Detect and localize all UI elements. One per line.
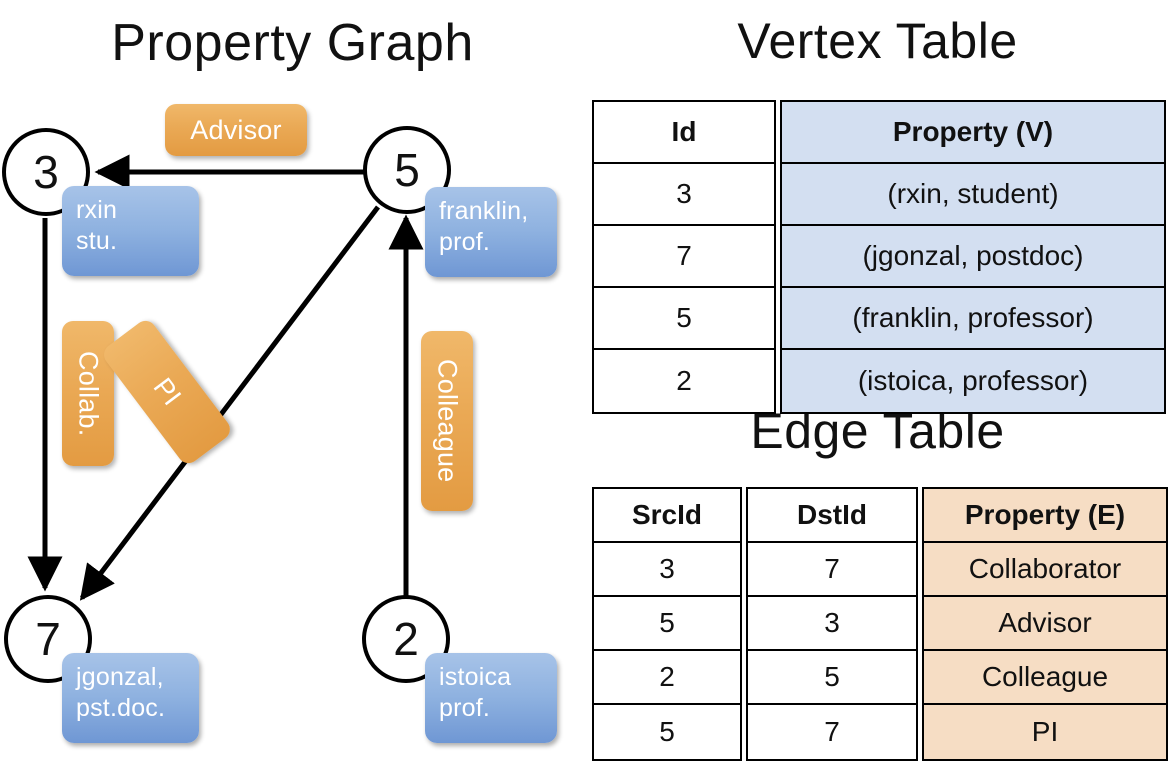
edge-label-collaborator[interactable]: Collab.: [62, 321, 114, 466]
edge-label-colleague[interactable]: Colleague: [421, 331, 473, 511]
table-cell: Advisor: [924, 597, 1166, 651]
edge-label-pi[interactable]: PI: [99, 316, 235, 468]
table-cell: 5: [594, 705, 740, 759]
edge-label-colleague-text: Colleague: [432, 359, 463, 483]
graph-node-2-label: 2: [393, 613, 419, 665]
vertex-property-box-5[interactable]: franklin, prof.: [425, 187, 557, 277]
vertex-property-box-3-line1: rxin: [76, 196, 118, 224]
vertex-table-column-id: Id 3 7 5 2: [592, 100, 776, 414]
vertex-property-box-5-line2: prof.: [439, 228, 491, 256]
vertex-property-box-7-line2: pst.doc.: [76, 694, 166, 722]
table-cell: 5: [748, 651, 916, 705]
table-cell: 3: [594, 543, 740, 597]
edge-table-header-srcid: SrcId: [594, 489, 740, 543]
table-cell: 3: [748, 597, 916, 651]
edge-table-column-property: Property (E) Collaborator Advisor Collea…: [922, 487, 1168, 761]
vertex-property-box-5-line1: franklin,: [439, 197, 529, 225]
table-cell: PI: [924, 705, 1166, 759]
table-cell: 2: [594, 350, 774, 412]
edge-label-advisor-text: Advisor: [190, 114, 282, 145]
table-cell: Colleague: [924, 651, 1166, 705]
vertex-property-box-7-line1: jgonzal,: [76, 663, 164, 691]
vertex-property-box-2-line1: istoica: [439, 663, 512, 691]
table-cell: 7: [594, 226, 774, 288]
edge-label-pi-text: PI: [147, 372, 188, 412]
edge-label-collaborator-text: Collab.: [73, 350, 104, 437]
edge-table-column-dstid: DstId 7 3 5 7: [746, 487, 918, 761]
table-cell: (jgonzal, postdoc): [782, 226, 1164, 288]
edge-table-header-dstid: DstId: [748, 489, 916, 543]
table-cell: 7: [748, 705, 916, 759]
graph-node-3-label: 3: [33, 146, 59, 198]
vertex-property-box-7[interactable]: jgonzal, pst.doc.: [62, 653, 199, 743]
table-cell: 5: [594, 597, 740, 651]
vertex-table: Id 3 7 5 2 Property (V) (rxin, student) …: [592, 100, 1166, 414]
page-title-property-graph: Property Graph: [111, 14, 474, 72]
table-cell: 3: [594, 164, 774, 226]
table-cell: 7: [748, 543, 916, 597]
edge-table-header-property: Property (E): [924, 489, 1166, 543]
edge-label-advisor[interactable]: Advisor: [165, 104, 307, 156]
table-cell: 2: [594, 651, 740, 705]
vertex-property-box-3[interactable]: rxin stu.: [62, 186, 199, 276]
page-title-vertex-table: Vertex Table: [737, 13, 1018, 69]
vertex-table-header-property: Property (V): [782, 102, 1164, 164]
table-cell: (franklin, professor): [782, 288, 1164, 350]
table-cell: (rxin, student): [782, 164, 1164, 226]
vertex-property-box-2[interactable]: istoica prof.: [425, 653, 557, 743]
graph-node-7-label: 7: [35, 613, 61, 665]
table-cell: 5: [594, 288, 774, 350]
edge-table-column-srcid: SrcId 3 5 2 5: [592, 487, 742, 761]
vertex-table-header-id: Id: [594, 102, 774, 164]
graph-node-5-label: 5: [394, 144, 420, 196]
table-cell: (istoica, professor): [782, 350, 1164, 412]
edge-table: SrcId 3 5 2 5 DstId 7 3 5 7 Property (E)…: [592, 487, 1168, 761]
table-cell: Collaborator: [924, 543, 1166, 597]
vertex-property-box-2-line2: prof.: [439, 694, 491, 722]
vertex-property-box-3-line2: stu.: [76, 227, 118, 255]
property-graph-diagram: Advisor Collab. PI Colleague 3 5 7 2 rxi…: [0, 0, 585, 760]
vertex-table-column-property: Property (V) (rxin, student) (jgonzal, p…: [780, 100, 1166, 414]
